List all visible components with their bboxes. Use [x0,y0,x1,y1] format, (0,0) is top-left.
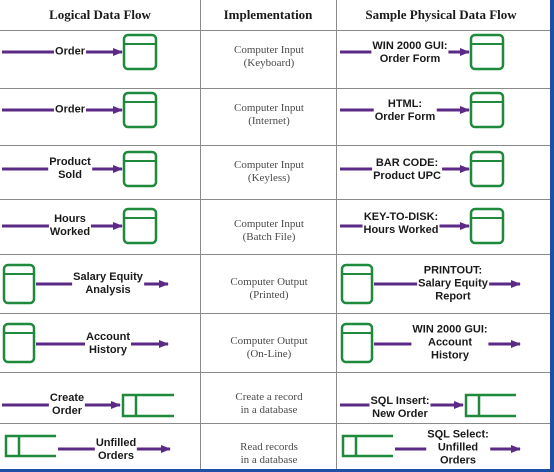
process-box [2,263,36,305]
header-logical-data-flow: Logical Data Flow [49,7,151,22]
implementation-text: Computer Input(Internet) [234,102,304,127]
physical-label: BAR CODE:Product UPC [372,157,442,183]
data-store [4,434,56,458]
logical-label: Order [54,103,86,117]
process-box [469,91,505,129]
row-divider [0,88,550,89]
data-store [341,434,393,458]
implementation-text: Computer Output(On-Line) [230,335,308,360]
row-8-logical-flow [4,434,171,458]
column-divider [336,0,337,469]
row-divider [0,254,550,255]
process-box [2,322,36,364]
header-divider [0,30,550,31]
process-box [469,207,505,245]
process-box [469,33,505,71]
row-divider [0,199,550,200]
process-box [340,263,374,305]
row-divider [0,145,550,146]
process-box [340,322,374,364]
data-store [121,393,174,418]
row-1-logical-flow [2,33,158,71]
physical-label: KEY-TO-DISK:Hours Worked [362,211,440,237]
column-divider [200,0,201,469]
process-box [469,150,505,188]
process-box [122,150,158,188]
data-store [464,393,516,418]
process-box [122,91,158,129]
implementation-text: Computer Input(Keyless) [234,159,304,184]
row-divider [0,313,550,314]
process-box [122,33,158,71]
logical-label: Order [54,45,86,59]
row-divider [0,372,550,373]
implementation-text: Computer Input(Batch File) [234,218,304,243]
row-7-logical-flow [2,393,174,418]
physical-label: HTML:Order Form [373,98,437,124]
physical-label: WIN 2000 GUI:Order Form [371,40,449,66]
header-sample-physical-data-flow: Sample Physical Data Flow [365,7,517,22]
row-divider [0,423,550,424]
implementation-text: Computer Output(Printed) [230,276,308,301]
header-implementation: Implementation [223,7,313,22]
implementation-text: Computer Input(Keyboard) [234,44,304,69]
process-box [122,207,158,245]
physical-label: SQL Insert:New Order [369,395,431,421]
